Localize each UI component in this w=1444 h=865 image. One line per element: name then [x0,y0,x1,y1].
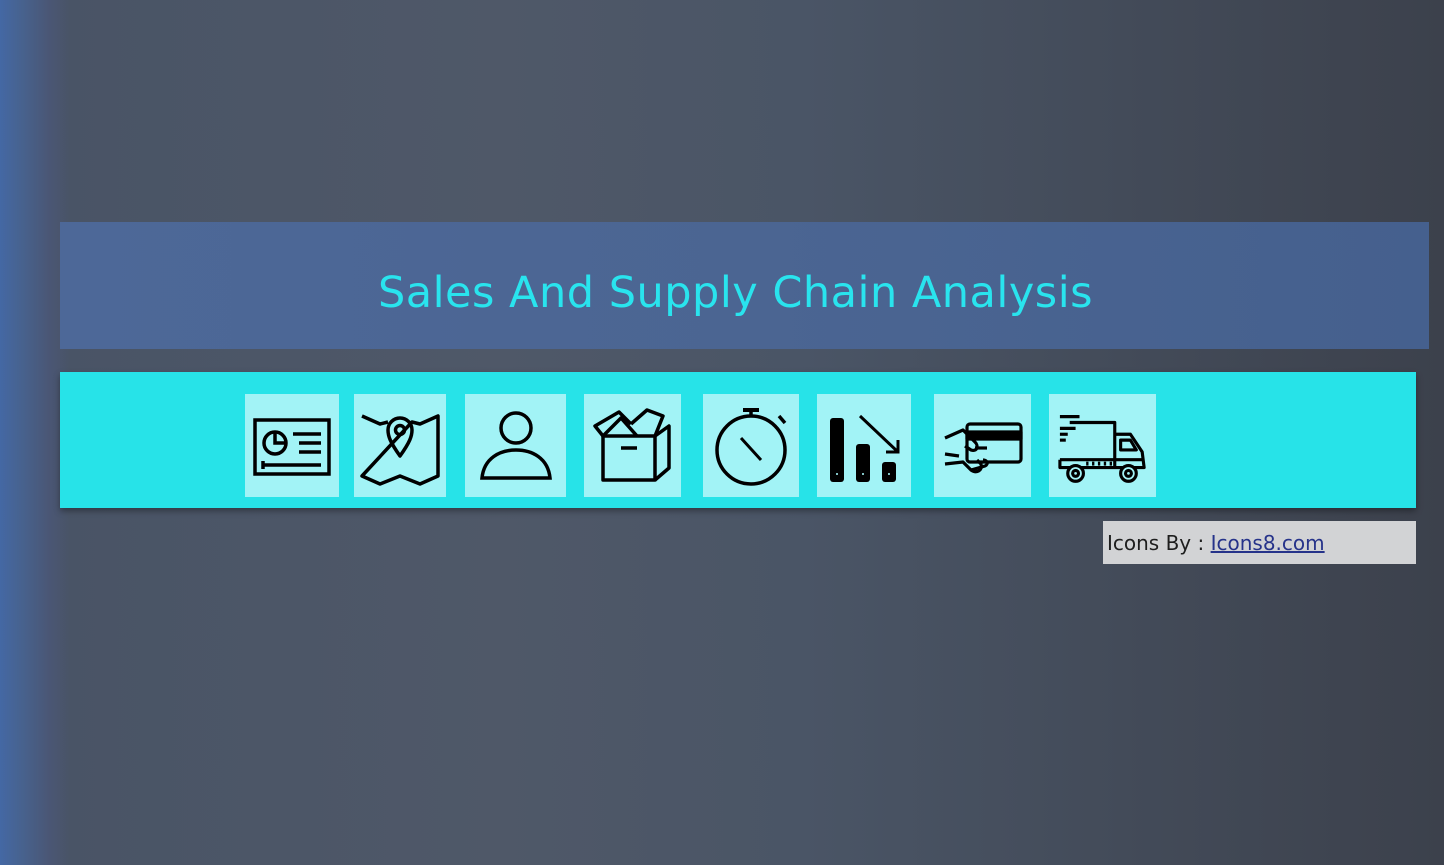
customer-icon [479,410,552,480]
map-button[interactable] [354,394,446,497]
left-accent-strip [0,0,70,865]
icons8-link[interactable]: Icons8.com [1210,530,1325,555]
dashboard-icon [253,417,331,476]
card-payment-icon [943,421,1023,473]
map-pin-icon [360,413,440,486]
icon-nav-bar [60,372,1416,508]
open-box-icon [592,407,671,482]
payment-button[interactable] [934,394,1031,497]
icon-credit: Icons By : Icons8.com [1103,521,1416,564]
page-title: Sales And Supply Chain Analysis [377,267,1094,318]
product-box-button[interactable] [584,394,681,497]
delivery-truck-icon [1057,414,1146,483]
declining-chart-icon [830,414,900,482]
timer-button[interactable] [703,394,799,497]
stopwatch-icon [715,407,787,486]
delivery-button[interactable] [1049,394,1156,497]
customer-button[interactable] [465,394,566,497]
dashboard-button[interactable] [245,394,339,497]
title-banner: Sales And Supply Chain Analysis [60,222,1429,349]
trend-button[interactable] [817,394,911,497]
credit-prefix: Icons By : [1107,530,1211,555]
